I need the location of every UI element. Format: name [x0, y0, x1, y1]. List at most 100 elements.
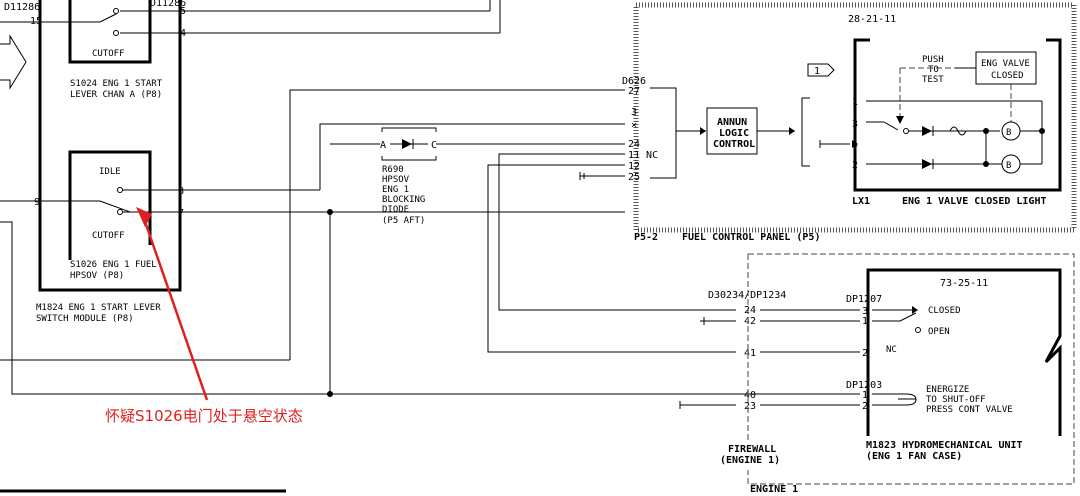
switch-module-m1824: D11286 15 D11286 5 4 CUTOFF S1024 ENG 1 … — [0, 0, 625, 324]
m1824-desc: SWITCH MODULE (P8) — [36, 314, 134, 324]
c42-label: 42 — [744, 316, 756, 327]
energize-1: ENERGIZE — [926, 385, 969, 395]
wire-left-394 — [0, 221, 330, 395]
dp-pin-3: 3 — [862, 306, 868, 317]
engine-area: FIREWALL (ENGINE 1) ENGINE 1 73-25-11 DP… — [720, 253, 1075, 495]
idle-label: IDLE — [99, 167, 121, 177]
ref-flag-label: 1 — [814, 66, 820, 77]
energize-3: PRESS CONT VALVE — [926, 405, 1013, 415]
lx1-bundle — [801, 97, 810, 167]
engine-1-label: ENGINE 1 — [750, 484, 798, 495]
cutoff-label-1: CUTOFF — [92, 49, 125, 59]
valve-label-2: CLOSED — [991, 71, 1024, 81]
r690-line5: DIODE — [382, 205, 409, 215]
lx-pin-2: 2 — [852, 160, 858, 171]
lx4-arrow-icon — [852, 140, 858, 148]
diode-icon — [402, 139, 412, 149]
d626-25-label: 25 — [628, 172, 640, 183]
fuel-control-panel: D626 27 3 × 24 11 NC 12 25 ANNUN LOGIC C… — [579, 2, 1077, 243]
contact-5 — [113, 8, 119, 14]
annun-line1: ANNUN — [717, 117, 747, 128]
annun-line2: LOGIC — [719, 128, 749, 139]
valve-label-1: ENG VALVE — [981, 59, 1030, 69]
firewall-label: FIREWALL — [728, 444, 776, 455]
d626-11-label: 11 NC — [628, 150, 658, 161]
ref-28-21-11: 28-21-11 — [848, 14, 896, 25]
r690-line2: HPSOV — [382, 175, 410, 185]
annun-line3: CONTROL — [713, 139, 755, 150]
hmu-box — [866, 268, 1062, 436]
wire-to-d626-3 — [319, 123, 625, 190]
switch-box-s1026 — [68, 150, 152, 260]
diode-a-label: A — [380, 140, 386, 151]
arrow-icon — [700, 127, 706, 135]
interconnect-wires — [0, 89, 860, 397]
d626-12-label: 12 — [628, 161, 640, 172]
lx-pin-3: 3 — [852, 119, 858, 130]
m1823-name: M1823 HYDROMECHANICAL UNIT — [866, 440, 1023, 451]
annotation-arrowhead-icon — [136, 207, 152, 227]
connector-d11286-label: D11286 — [4, 2, 40, 13]
firewall-sub: (ENGINE 1) — [720, 455, 780, 466]
diode-bracket-bottom — [381, 156, 437, 161]
bulb-icon-2-label: B — [1006, 161, 1011, 171]
panel-border — [633, 2, 1077, 233]
ref-flag-icon — [807, 63, 835, 77]
d626-27-label: 27 — [628, 86, 640, 97]
nc-label: NC — [886, 345, 897, 355]
junction-lx-3 — [983, 161, 989, 167]
annotation: 怀疑S1026电门处于悬空状态 — [105, 207, 303, 425]
diode-c-label: C — [431, 140, 437, 151]
diode-icon-lx2 — [922, 159, 932, 169]
pin-8-label: 8 — [178, 186, 184, 197]
pin-9-label: 9 — [34, 197, 40, 208]
engine-feed-wires: D30234/DP1234 24 42 41 40 23 — [487, 153, 860, 412]
r690-line4: BLOCKING — [382, 195, 425, 205]
bulb-icon-1-label: B — [1006, 128, 1011, 138]
annotation-arrow — [139, 209, 209, 401]
dp3-pin-2: 2 — [862, 401, 868, 412]
ref-73-25-11: 73-25-11 — [940, 278, 988, 289]
energize-2: TO SHUT-OFF — [926, 395, 986, 405]
pin-4-label: 4 — [180, 28, 186, 39]
lx1-desc: ENG 1 VALVE CLOSED LIGHT — [902, 196, 1047, 207]
contact-8 — [117, 187, 123, 193]
pin-5-label: 5 — [180, 6, 186, 17]
p5-2-label: P5-2 — [634, 232, 658, 243]
r690-name: R690 — [382, 165, 404, 175]
c23-label: 23 — [744, 401, 756, 412]
arrow-icon-2 — [789, 127, 795, 135]
annotation-text: 怀疑S1026电门处于悬空状态 — [105, 407, 303, 425]
d626-bundle — [650, 87, 677, 179]
hmu-switch-blade — [899, 312, 917, 322]
junction-dot-1 — [327, 209, 333, 215]
d626-label: D626 — [622, 76, 646, 87]
lx-switch-contact — [903, 128, 909, 134]
diode-r690: A C R690 HPSOV ENG 1 BLOCKING DIODE (P5 … — [380, 127, 625, 226]
m1824-name: M1824 ENG 1 START LEVER — [36, 303, 161, 313]
d626-3-label: 3 — [631, 107, 637, 118]
wire-nc-11 — [498, 153, 736, 311]
push-arrow-icon — [896, 116, 904, 124]
engine-boundary — [747, 253, 1075, 485]
lx-switch-blade — [883, 121, 899, 131]
r690-line3: ENG 1 — [382, 185, 409, 195]
c40-label: 40 — [744, 390, 756, 401]
pin-7-label: 7 — [178, 208, 184, 219]
contact-7 — [117, 209, 123, 215]
cutoff-label-2: CUTOFF — [92, 231, 125, 241]
switch-blade-s1026 — [99, 200, 131, 213]
fuse-icon — [949, 126, 967, 136]
p5-desc: FUEL CONTROL PANEL (P5) — [682, 232, 820, 243]
lx1-box — [853, 38, 1062, 192]
push-label-2: TO — [928, 65, 939, 75]
c24-label: 24 — [744, 305, 756, 316]
closed-label: CLOSED — [928, 306, 961, 316]
dp3-pin-1: 1 — [862, 390, 868, 401]
dp-pin-1: 1 — [862, 316, 868, 327]
s1024-name: S1024 ENG 1 START — [70, 79, 163, 89]
dp-pin-2: 2 — [862, 348, 868, 359]
r690-line6: (P5 AFT) — [382, 216, 425, 226]
wire-to-d626-27 — [289, 89, 625, 190]
push-label-1: PUSH — [922, 55, 944, 65]
